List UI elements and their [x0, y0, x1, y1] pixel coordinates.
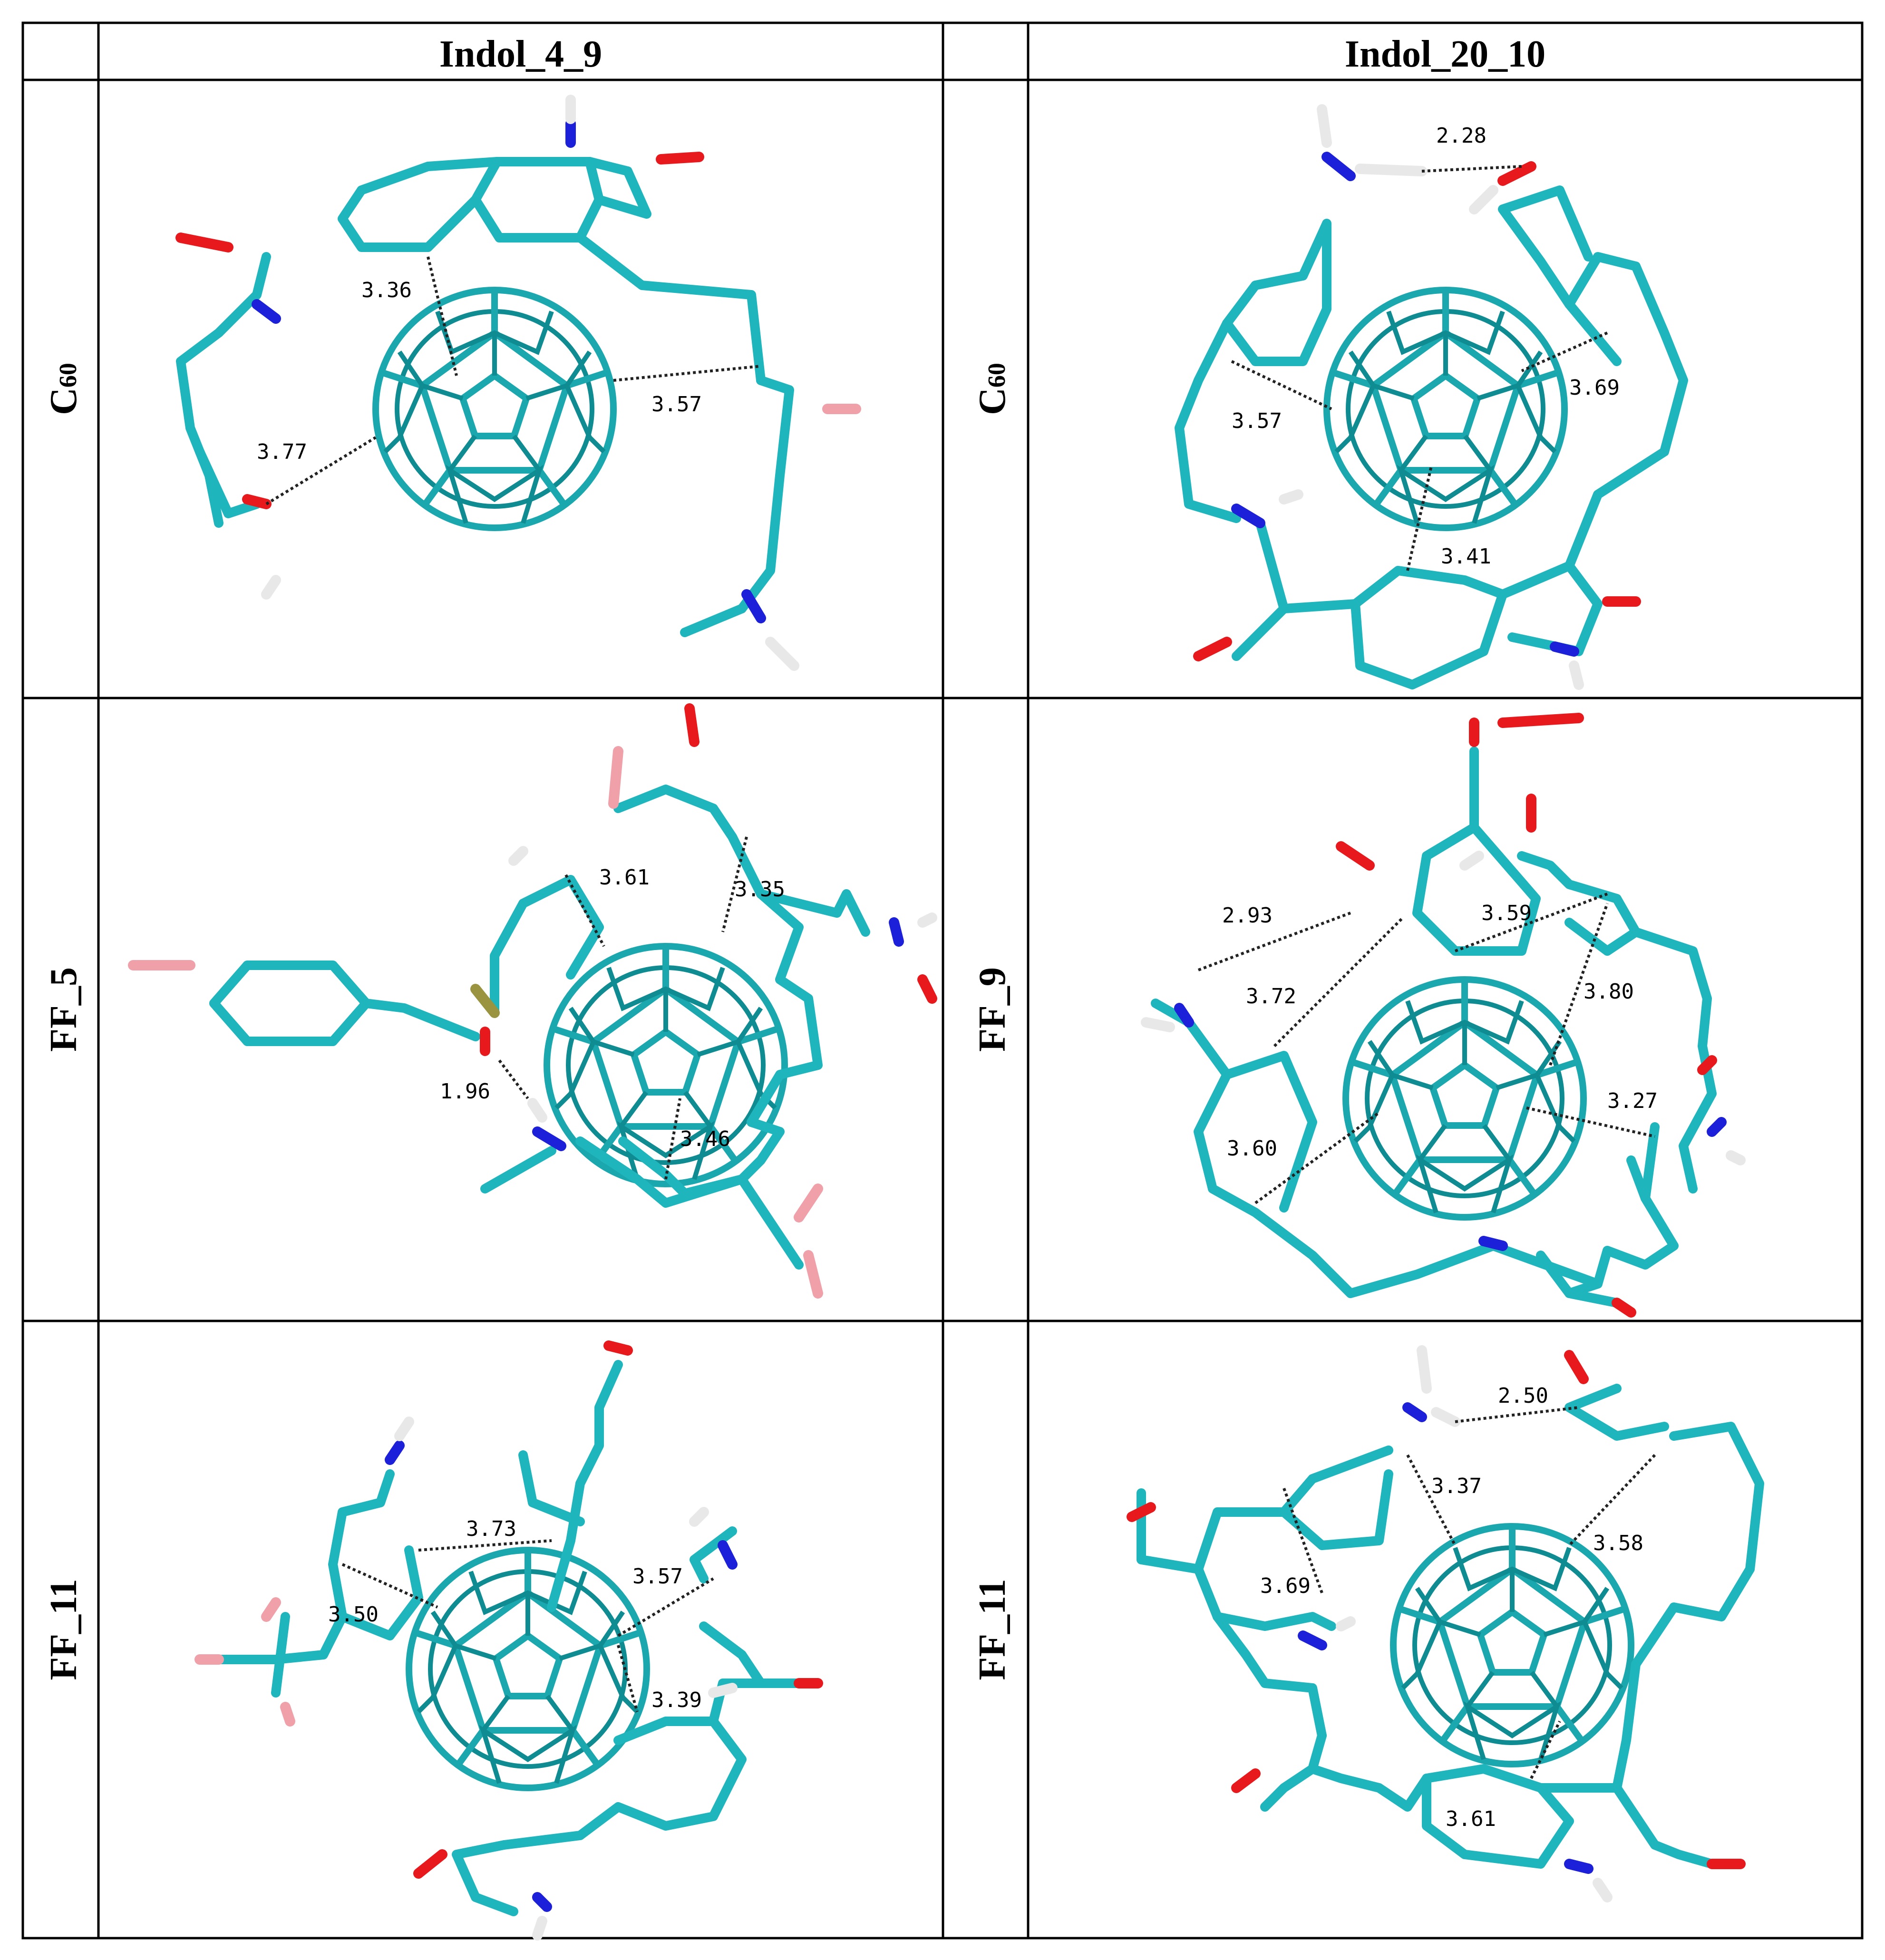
distance-label: 3.61 [599, 865, 650, 890]
fullerene-cage [409, 1550, 647, 1788]
host-bonds [209, 785, 870, 1270]
distance-label: 3.46 [680, 1127, 730, 1151]
molecule-indol-4-9-ff5: 3.61 3.35 1.96 3.46 [128, 703, 937, 1299]
phosphorus-atom [470, 984, 500, 1018]
host-bonds [204, 1360, 813, 1916]
distance-label: 2.50 [1498, 1384, 1548, 1408]
distance-label: 3.57 [632, 1564, 683, 1589]
nitrogen-atom [252, 299, 281, 324]
molecule-indol-4-9-ff11: 3.73 3.57 3.50 3.39 [194, 1340, 823, 1941]
distance-label: 3.36 [361, 278, 412, 302]
column-header-indol-4-9: Indol_4_9 [439, 33, 602, 75]
molecule-indol-20-10-ff9: 2.93 3.59 3.72 3.80 3.27 3.60 [1141, 713, 1746, 1318]
distance-label: 3.69 [1569, 376, 1620, 400]
host-bonds [176, 157, 794, 637]
column-header-indol-20-10: Indol_20_10 [1345, 33, 1545, 75]
row-label-c60-left: C60 [43, 363, 85, 415]
distance-label: 2.28 [1436, 124, 1487, 148]
distance-label: 3.73 [466, 1517, 516, 1541]
fullerene-cage [1327, 290, 1564, 528]
host-bonds [1151, 747, 1717, 1308]
distance-label: 2.93 [1222, 903, 1273, 928]
distance-label: 3.72 [1246, 984, 1296, 1009]
host-bonds [1137, 1384, 1764, 1869]
fullerene-cage [1346, 980, 1584, 1217]
row-label-ff11-left: FF_11 [43, 1579, 85, 1680]
row-label-ff5: FF_5 [43, 967, 85, 1052]
distance-label: 3.27 [1607, 1089, 1658, 1113]
row-label-ff9: FF_9 [972, 967, 1013, 1052]
oxygen-atom [175, 233, 233, 252]
distance-label: 3.57 [1232, 409, 1282, 433]
distance-label: 3.61 [1446, 1807, 1496, 1831]
distance-label: 3.59 [1481, 901, 1532, 925]
distance-label: 3.37 [1431, 1474, 1482, 1498]
row-label-c60-right: C60 [972, 363, 1013, 415]
distance-label: 3.35 [735, 877, 785, 902]
molecule-indol-20-10-ff11: 2.50 3.37 3.58 3.69 3.61 [1127, 1345, 1764, 1902]
distance-label: 3.41 [1441, 544, 1491, 569]
row-label-ff11-right: FF_11 [972, 1579, 1013, 1680]
distance-label: 3.39 [651, 1688, 702, 1712]
distance-label: 3.77 [257, 440, 307, 464]
fullerene-cage [376, 290, 613, 528]
molecule-indol-20-10-c60: 2.28 3.57 3.69 3.41 [1175, 104, 1688, 690]
molecule-indol-4-9-c60: 3.36 3.57 3.77 [175, 95, 861, 671]
distance-label: 3.60 [1227, 1136, 1277, 1161]
fullerene-cage [1393, 1526, 1631, 1764]
distance-label: 3.80 [1584, 980, 1634, 1004]
distance-label: 1.96 [440, 1079, 490, 1104]
distance-label: 3.50 [328, 1602, 379, 1627]
distance-label: 3.69 [1260, 1574, 1311, 1598]
table-grid [21, 21, 1864, 1940]
distance-label: 3.57 [651, 392, 702, 417]
distance-label: 3.58 [1593, 1531, 1643, 1555]
